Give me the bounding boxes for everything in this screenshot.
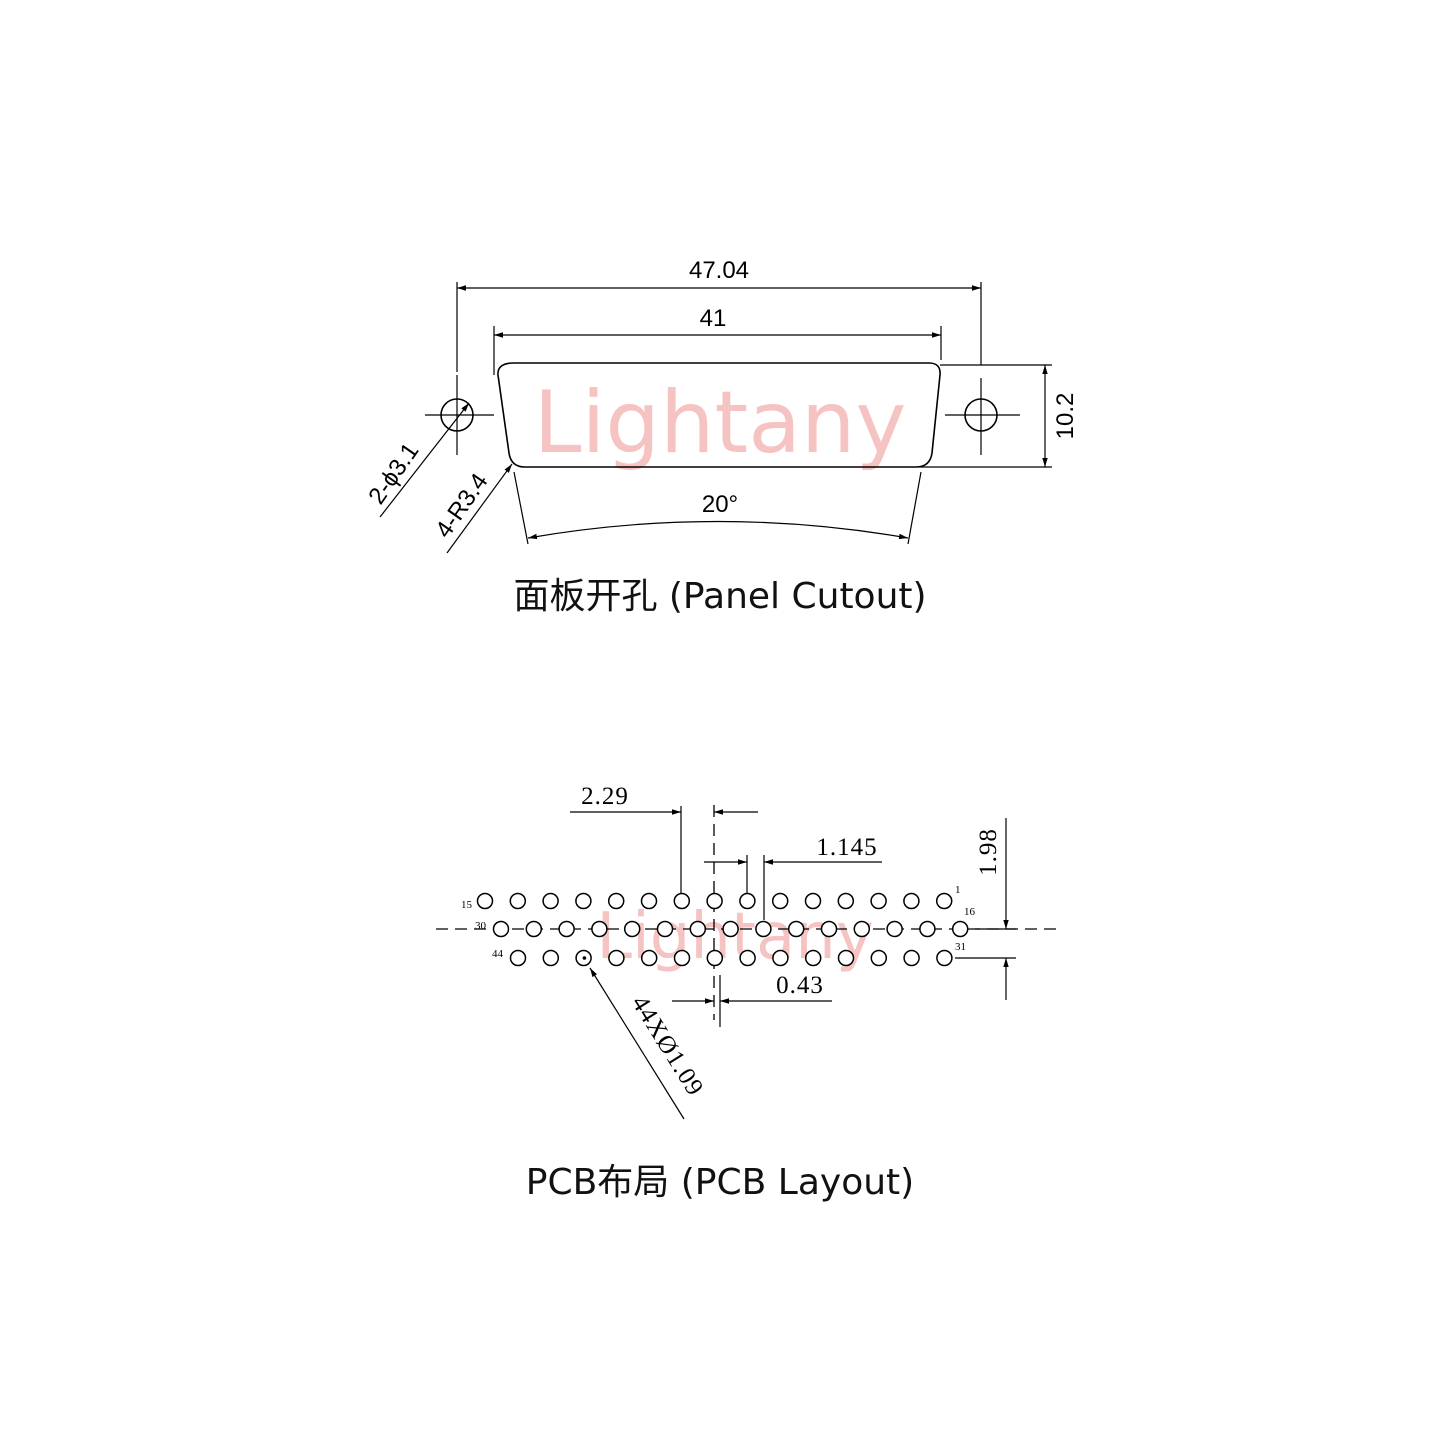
pcb-layout-caption: PCB布局 (PCB Layout) [526, 1162, 914, 1203]
dim-row-pitch: 1.98 [975, 828, 1002, 876]
pin-hole [689, 920, 707, 938]
dim-overall-width: 47.04 [689, 257, 749, 284]
pin-hole [591, 920, 608, 938]
d-sub-cutout-outline [497, 362, 941, 468]
pin-hole [936, 949, 953, 967]
pin-hole [935, 892, 953, 910]
pin-hole [656, 920, 674, 938]
angle-arc [527, 520, 909, 540]
pin-hole [903, 949, 920, 967]
pin-hole [919, 920, 936, 938]
pin-hole [640, 892, 658, 910]
pin-label-44: 44 [492, 948, 504, 960]
pin-hole [820, 920, 838, 938]
pin-hole [837, 949, 855, 967]
dim-offset: 0.43 [776, 972, 824, 999]
pin-hole [673, 949, 691, 967]
pin-hole [542, 892, 559, 910]
pin-hole [558, 920, 575, 938]
dim-half-pitch: 1.145 [816, 834, 877, 861]
pin-hole [575, 892, 592, 910]
watermark-text: Lightany [534, 373, 907, 473]
pin-hole [476, 892, 494, 910]
pin-hole [804, 892, 822, 910]
pin-hole [722, 920, 739, 938]
pin-label-31: 31 [955, 941, 966, 953]
pcb-layout-drawing: Lightany 1 15 16 30 31 44 2.29 1.145 1.9… [436, 783, 1060, 1203]
pin-hole [509, 949, 527, 967]
pin-hole [673, 892, 691, 910]
pin-hole [607, 892, 625, 910]
pin-hole [739, 949, 756, 967]
pin-hole [804, 949, 822, 967]
mount-hole-right [945, 378, 1020, 455]
pin-hole [772, 949, 789, 967]
panel-cutout-caption: 面板开孔 (Panel Cutout) [513, 576, 926, 617]
dim-body-width: 41 [700, 305, 727, 332]
reference-hole-dot [582, 956, 587, 960]
pin-hole [771, 892, 789, 910]
leader-corner-radius [446, 463, 513, 554]
leader-mount-hole [379, 402, 470, 518]
pin-hole [608, 949, 625, 967]
pin-hole [525, 920, 543, 938]
pin-hole [853, 920, 871, 938]
pin-hole [640, 949, 658, 967]
pin-hole [870, 949, 888, 967]
pin-hole [739, 892, 756, 910]
watermark-text-pcb: Lightany [596, 900, 873, 974]
dim-height: 10.2 [1052, 393, 1079, 440]
panel-cutout-drawing: Lightany 47.04 41 10.2 2-ϕ3.1 [363, 257, 1079, 617]
pin-label-16: 16 [964, 906, 976, 918]
pin-hole [492, 920, 510, 938]
pin-hole [903, 892, 920, 910]
pin-label-15: 15 [461, 899, 473, 911]
pin-hole [623, 920, 641, 938]
pin-hole [706, 949, 724, 967]
pin-hole [787, 920, 805, 938]
pin-hole [951, 920, 969, 938]
leader-hole-diameter [589, 967, 685, 1120]
pin-hole [755, 920, 772, 938]
pin-holes [476, 892, 969, 967]
pin-hole [542, 949, 560, 967]
pin-hole [706, 892, 723, 910]
pin-hole [870, 892, 887, 910]
mount-hole-left [425, 375, 494, 455]
pin-hole [509, 892, 527, 910]
pin-label-30: 30 [475, 920, 487, 932]
pin-hole [886, 920, 903, 938]
dim-angle: 20° [702, 491, 738, 518]
dim-pitch: 2.29 [581, 783, 629, 810]
pin-hole [837, 892, 855, 910]
pin-label-1: 1 [955, 884, 961, 896]
